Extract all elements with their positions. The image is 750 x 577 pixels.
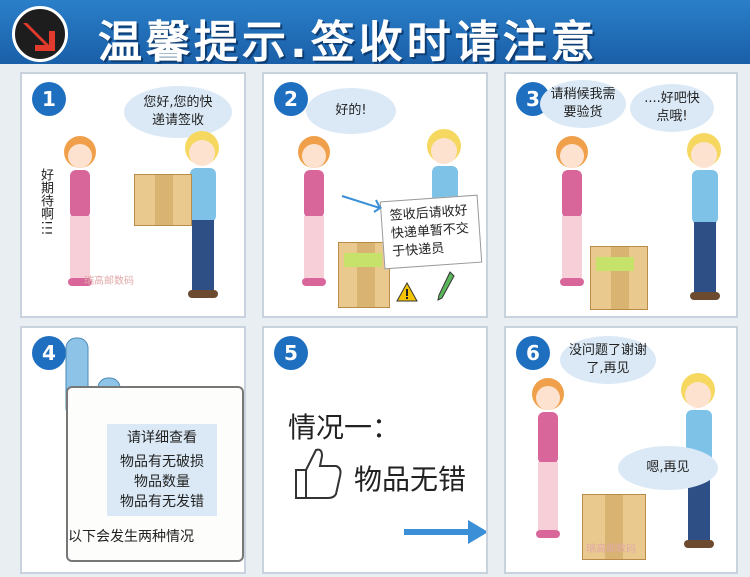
box-tape xyxy=(154,175,173,225)
bubble-text: ....好吧快点哦! xyxy=(644,91,700,124)
panel-number: 4 xyxy=(32,336,66,370)
panel-number: 2 xyxy=(274,82,308,116)
side-text: 好期待啊!!! xyxy=(38,168,53,236)
parcel-box xyxy=(338,242,390,308)
open-parcel-box xyxy=(582,494,646,560)
girl-figure xyxy=(556,136,588,286)
watermark: 瑞高邮数码 xyxy=(84,276,134,287)
bubble-text: 没问题了谢谢了,再见 xyxy=(568,343,647,376)
speech-bubble: 请稍候我需要验货 xyxy=(540,80,626,128)
girl-figure xyxy=(64,136,96,286)
pointer-arrow xyxy=(341,195,383,213)
bubble-text: 请稍候我需要验货 xyxy=(550,87,616,120)
checklist-item: 物品有无破损 xyxy=(120,454,204,470)
note-text: 签收后请收好快递单暂不交于快递员 xyxy=(389,203,470,260)
panel-number: 6 xyxy=(516,336,550,370)
receipt-note: 签收后请收好快递单暂不交于快递员 xyxy=(379,194,483,270)
parcel-box xyxy=(590,246,648,310)
arrow-icon xyxy=(12,6,68,62)
banner: 温馨提示.签收时请注意 xyxy=(0,0,750,68)
warning-icon xyxy=(396,282,418,302)
case-text: 物品无错 xyxy=(354,463,467,496)
panel-number: 5 xyxy=(274,336,308,370)
courier-figure xyxy=(687,133,721,300)
page-title: 温馨提示.签收时请注意 xyxy=(98,17,599,68)
bubble-text: 嗯,再见 xyxy=(646,460,690,475)
box-label xyxy=(344,253,382,267)
girl-figure xyxy=(532,378,564,538)
box-tape xyxy=(604,495,623,559)
panel-6: 6 没问题了谢谢了,再见 嗯,再见 瑞高邮数码 xyxy=(504,326,738,574)
panel-1: 1 您好,您的快递请签收 好期待啊!!! 瑞高邮数码 xyxy=(20,72,246,318)
speech-bubble: 好的! xyxy=(306,88,396,134)
courier-figure xyxy=(185,131,219,298)
arrow-icon xyxy=(404,520,486,544)
girl-figure xyxy=(298,136,330,286)
box-label xyxy=(596,257,634,271)
panel-4: 4 请详细查看 物品有无破损 物品数量 物品有无发错 以下会发生两种情况 xyxy=(20,326,246,574)
speech-bubble: 您好,您的快递请签收 xyxy=(124,86,232,138)
thumbs-up-icon xyxy=(295,448,342,499)
pen-icon xyxy=(437,271,455,301)
speech-bubble: 嗯,再见 xyxy=(618,446,718,490)
panel-2: 2 好的! 签收后请收好快递单暂不交于快递员 xyxy=(262,72,488,318)
checklist-item: 物品数量 xyxy=(134,474,190,490)
checklist-header: 请详细查看 xyxy=(127,430,197,446)
bubble-text: 您好,您的快递请签收 xyxy=(143,95,213,128)
speech-bubble: ....好吧快点哦! xyxy=(630,84,714,132)
bubble-text: 好的! xyxy=(335,103,367,118)
case-title: 情况一： xyxy=(288,411,401,444)
panel-3: 3 请稍候我需要验货 ....好吧快点哦! xyxy=(504,72,738,318)
checklist: 请详细查看 物品有无破损 物品数量 物品有无发错 xyxy=(107,424,217,516)
panel-number: 1 xyxy=(32,82,66,116)
parcel-box xyxy=(134,174,192,226)
watermark: 瑞高邮数码 xyxy=(586,544,636,555)
checklist-item: 物品有无发错 xyxy=(120,494,204,510)
speech-bubble: 没问题了谢谢了,再见 xyxy=(560,336,656,384)
panel-5: 5 情况一： 物品无错 xyxy=(262,326,488,574)
footer-text: 以下会发生两种情况 xyxy=(68,529,194,545)
